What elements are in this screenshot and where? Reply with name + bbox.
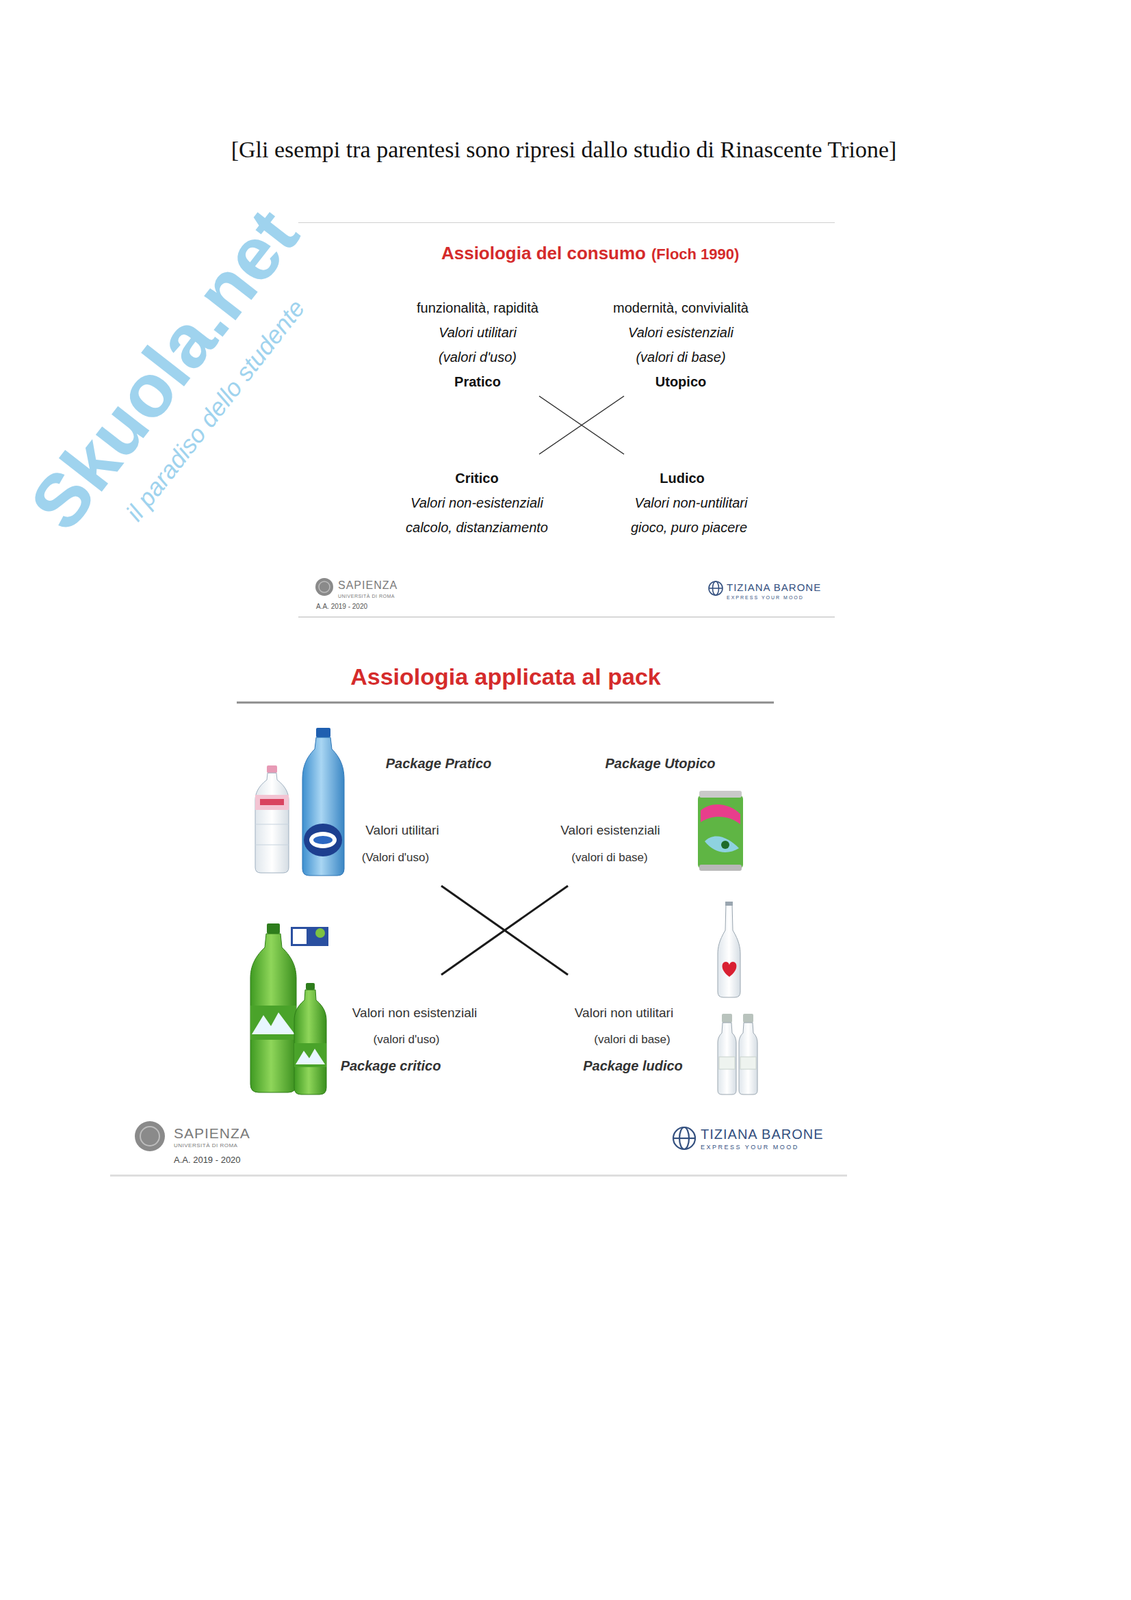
glass-bottle bbox=[717, 901, 741, 998]
slide-text: (valori di base) bbox=[635, 350, 726, 364]
slide-text: Package Utopico bbox=[604, 756, 715, 771]
slide-text: Package critico bbox=[340, 1059, 442, 1073]
soda-can bbox=[697, 790, 744, 871]
footer-text: TIZIANA BARONE bbox=[700, 1127, 824, 1142]
green-bottles bbox=[250, 923, 329, 1095]
slide-text: Ludico bbox=[659, 471, 705, 486]
slide-text: (valori di base) bbox=[593, 1033, 671, 1046]
slide-text: funzionalità, rapidità bbox=[416, 301, 539, 315]
slide-text: calcolo, distanziamento bbox=[405, 520, 549, 535]
slide-text: (valori d'uso) bbox=[373, 1033, 440, 1046]
slide-text: modernità, convivialità bbox=[613, 301, 749, 315]
footer-text: A.A. 2019 - 2020 bbox=[316, 603, 368, 611]
footer-text: UNIVERSITÀ DI ROMA bbox=[338, 593, 395, 599]
slide-title: Assiologia del consumo bbox=[441, 244, 646, 263]
slide-text: gioco, puro piacere bbox=[630, 520, 748, 535]
slide-text: (valori d'uso) bbox=[438, 350, 517, 364]
slide-text: Valori utilitari bbox=[438, 325, 517, 340]
slide-text: Valori utilitari bbox=[365, 823, 439, 837]
footer-text: SAPIENZA bbox=[173, 1126, 251, 1141]
water-bottle bbox=[302, 728, 345, 876]
footer-text: TIZIANA BARONE bbox=[726, 582, 822, 593]
sapienza-logo bbox=[315, 578, 334, 596]
slide-text: Package ludico bbox=[582, 1059, 683, 1073]
slide-panel: Assiologia applicata al packPackage Prat… bbox=[110, 653, 848, 1177]
slide-text: Valori non-untilitari bbox=[634, 496, 748, 510]
water-bottle bbox=[255, 765, 289, 874]
footer-text: SAPIENZA bbox=[338, 580, 398, 592]
footer-text: EXPRESS YOUR MOOD bbox=[700, 1144, 800, 1151]
footer-text: UNIVERSITÀ DI ROMA bbox=[173, 1143, 238, 1149]
slide-text: Valori non utilitari bbox=[574, 1006, 674, 1020]
slide-title: Assiologia applicata al pack bbox=[350, 665, 661, 689]
slide-text: Package Pratico bbox=[385, 756, 492, 771]
cross-lines bbox=[441, 886, 568, 975]
globe-logo bbox=[708, 581, 723, 596]
globe-logo bbox=[673, 1127, 696, 1150]
slide-text: Utopico bbox=[655, 374, 707, 389]
footer-text: A.A. 2019 - 2020 bbox=[173, 1155, 241, 1165]
sapienza-logo bbox=[134, 1121, 165, 1152]
small-bottles bbox=[717, 1014, 758, 1095]
slide-panel: Assiologia del consumo (Floch 1990) funzio… bbox=[298, 222, 835, 618]
slide-text: Critico bbox=[455, 471, 499, 486]
slide-text: Pratico bbox=[454, 374, 501, 389]
footer-text: (Floch 1990) bbox=[651, 247, 739, 263]
cross-lines bbox=[539, 396, 624, 455]
slide-text: (Valori d'uso) bbox=[361, 851, 429, 864]
slide-text: Valori non-esistenziali bbox=[410, 496, 544, 510]
slide-text: Valori esistenziali bbox=[560, 823, 660, 837]
slide-text: Valori esistenziali bbox=[628, 325, 734, 340]
footer-text: EXPRESS YOUR MOOD bbox=[726, 595, 804, 601]
title-underline bbox=[236, 702, 774, 705]
slide-text: (valori di base) bbox=[571, 851, 648, 864]
page-note: [Gli esempi tra parentesi sono ripresi d… bbox=[231, 138, 897, 162]
slide-text: Valori non esistenziali bbox=[352, 1006, 477, 1020]
